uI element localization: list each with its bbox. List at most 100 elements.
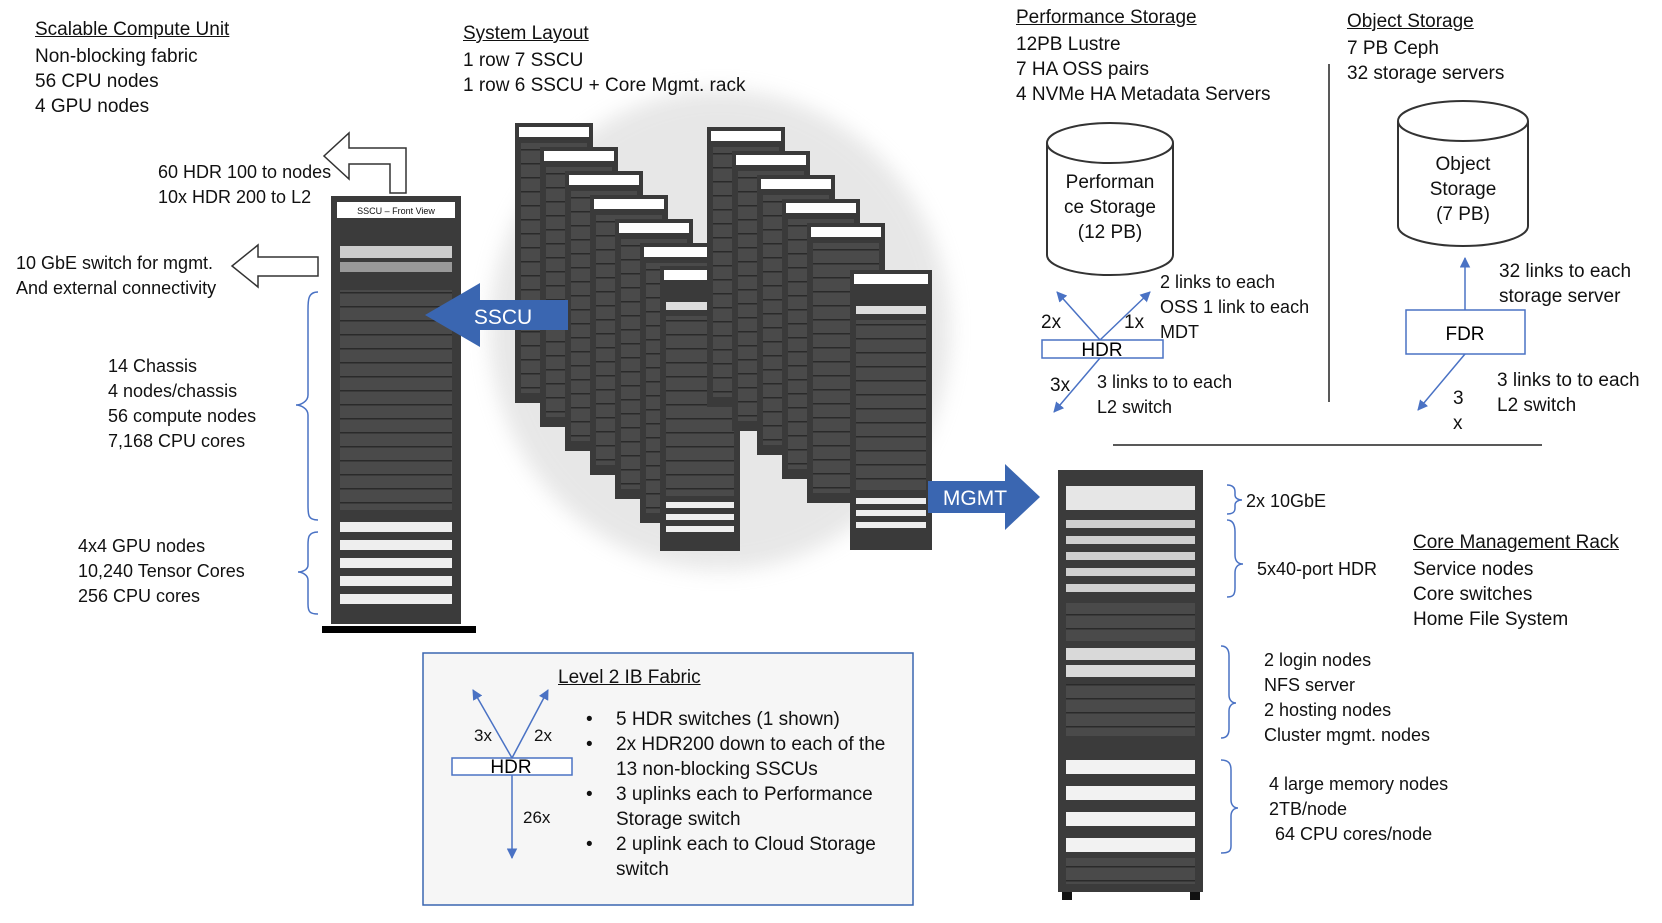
perf-storage-line: 12PB Lustre <box>1016 34 1121 55</box>
perf-cylinder-line: Performan <box>1065 172 1155 193</box>
chassis-line: 14 Chassis <box>108 356 198 376</box>
l2-hdr-label: HDR <box>490 757 531 778</box>
perf-arrow-up-left <box>1056 291 1101 341</box>
perf-storage-title: Performance Storage <box>1016 7 1197 28</box>
object-storage-line: 7 PB Ceph <box>1347 38 1439 59</box>
object-storage-details: 7 PB Ceph 32 storage servers <box>1347 36 1504 86</box>
chassis-line: 56 compute nodes <box>108 406 257 426</box>
scu-line: 4 GPU nodes <box>35 96 150 117</box>
login-bracket <box>1220 645 1237 739</box>
login-line: 2 hosting nodes <box>1264 700 1392 720</box>
perf-l2-note: 3 links to to each L2 switch <box>1097 370 1232 420</box>
object-link-note: 32 links to each storage server <box>1499 259 1631 309</box>
l2-down-count: 26x <box>523 808 551 827</box>
perf-cylinder-line: ce Storage <box>1064 197 1156 218</box>
l2-fabric-bullets: 5 HDR switches (1 shown) 2x HDR200 down … <box>586 707 885 882</box>
core-rack-line: Core switches <box>1413 584 1533 605</box>
mgmt-arrow-label: MGMT <box>943 487 1007 510</box>
object-cylinder-line: Object <box>1435 154 1491 175</box>
scu-line: 56 CPU nodes <box>35 71 159 92</box>
l2-fabric-title: Level 2 IB Fabric <box>558 667 701 688</box>
object-l2-line: L2 switch <box>1497 395 1577 416</box>
large-memory-line: 2TB/node <box>1269 799 1348 819</box>
perf-link-note: 2 links to each OSS 1 link to each MDT <box>1160 270 1309 345</box>
hdr-note: 5x40-port HDR <box>1257 559 1378 579</box>
perf-up-right-count: 1x <box>1124 312 1145 333</box>
large-memory-note: 4 large memory nodes 2TB/node 64 CPU cor… <box>1269 772 1448 847</box>
mgmt-switch-line: And external connectivity <box>16 278 217 298</box>
object-cylinder-label: Object Storage (7 PB) <box>1398 152 1528 227</box>
fdr-down-line: 3 <box>1453 388 1464 409</box>
fdr-switch <box>1405 309 1526 355</box>
object-l2-note: 3 links to to each L2 switch <box>1497 368 1640 418</box>
l2-up-left-count: 3x <box>474 726 492 745</box>
l2-bullet: 5 HDR switches (1 shown) <box>586 707 885 732</box>
system-layout-line: 1 row 7 SSCU <box>463 50 584 71</box>
core-rack-line: Service nodes <box>1413 559 1534 580</box>
gpu-line: 10,240 Tensor Cores <box>78 561 245 581</box>
fdr-label: FDR <box>1445 324 1484 345</box>
gpu-line: 4x4 GPU nodes <box>78 536 206 556</box>
l2-arrow-up-left <box>472 689 513 759</box>
chassis-line: 7,168 CPU cores <box>108 431 246 451</box>
core-rack-details: Service nodes Core switches Home File Sy… <box>1413 557 1568 632</box>
perf-cylinder-label: Performan ce Storage (12 PB) <box>1047 170 1173 245</box>
scu-line: Non-blocking fabric <box>35 46 198 67</box>
object-l2-line: 3 links to to each <box>1497 370 1640 391</box>
object-cylinder-line: Storage <box>1429 179 1497 200</box>
gpu-note: 4x4 GPU nodes 10,240 Tensor Cores 256 CP… <box>78 534 245 609</box>
perf-storage-line: 4 NVMe HA Metadata Servers <box>1016 84 1271 105</box>
login-line: 2 login nodes <box>1264 650 1372 670</box>
login-line: Cluster mgmt. nodes <box>1264 725 1431 745</box>
fdr-down-count: 3 x <box>1453 386 1464 436</box>
tengbe-note: 2x 10GbE <box>1246 491 1327 511</box>
perf-l2-line: 3 links to to each <box>1097 372 1233 392</box>
mgmt-switch-hollow-arrow <box>230 243 319 289</box>
uplink-line: 10x HDR 200 to L2 <box>158 187 312 207</box>
fdr-down-line: x <box>1453 413 1463 434</box>
large-memory-line: 64 CPU cores/node <box>1275 824 1433 844</box>
chassis-bracket <box>295 291 319 521</box>
perf-storage-details: 12PB Lustre 7 HA OSS pairs 4 NVMe HA Met… <box>1016 32 1271 107</box>
perf-l2-line: L2 switch <box>1097 397 1173 417</box>
perf-arrow-down <box>1053 357 1101 413</box>
scu-title: Scalable Compute Unit <box>35 19 230 40</box>
l2-arrow-up-right <box>511 689 549 759</box>
object-link-line: 32 links to each <box>1499 261 1632 282</box>
sscu-rack-label: SSCU – Front View <box>357 206 435 216</box>
object-cylinder-line: (7 PB) <box>1436 204 1490 225</box>
perf-link-line: 2 links to each <box>1160 272 1276 292</box>
l2-up-right-count: 2x <box>534 726 552 745</box>
object-storage-title: Object Storage <box>1347 11 1474 32</box>
perf-storage-line: 7 HA OSS pairs <box>1016 59 1150 80</box>
fdr-arrow-down <box>1417 353 1466 411</box>
perf-up-left-count: 2x <box>1041 312 1062 333</box>
perf-down-count: 3x <box>1050 375 1071 396</box>
gpu-bracket <box>297 531 319 615</box>
perf-link-line: OSS 1 link to each <box>1160 297 1310 317</box>
object-storage-cylinder <box>1397 100 1529 247</box>
large-memory-bracket <box>1220 759 1239 854</box>
mgmt-switch-line: 10 GbE switch for mgmt. <box>16 253 214 273</box>
sscu-uplink-note: 60 HDR 100 to nodes 10x HDR 200 to L2 <box>158 160 331 210</box>
object-storage-line: 32 storage servers <box>1347 63 1505 84</box>
sscu-rack: SSCU – Front View <box>322 196 476 633</box>
hdr-bracket <box>1226 519 1244 598</box>
login-line: NFS server <box>1264 675 1356 695</box>
sscu-arrow <box>425 283 568 347</box>
system-layout-details: 1 row 7 SSCU 1 row 6 SSCU + Core Mgmt. r… <box>463 48 745 98</box>
large-memory-line: 4 large memory nodes <box>1269 774 1449 794</box>
uplink-hollow-arrow <box>322 131 407 194</box>
core-rack-title: Core Management Rack <box>1413 532 1619 553</box>
tengbe-bracket <box>1226 484 1243 515</box>
perf-arrow-up-right <box>1099 291 1151 341</box>
mgmt-switch-note: 10 GbE switch for mgmt. And external con… <box>16 251 216 301</box>
core-rack-line: Home File System <box>1413 609 1569 630</box>
perf-link-line: MDT <box>1160 322 1199 342</box>
rack-row-2 <box>707 127 932 550</box>
perf-cylinder-line: (12 PB) <box>1077 222 1143 243</box>
login-note: 2 login nodes NFS server 2 hosting nodes… <box>1264 648 1430 748</box>
